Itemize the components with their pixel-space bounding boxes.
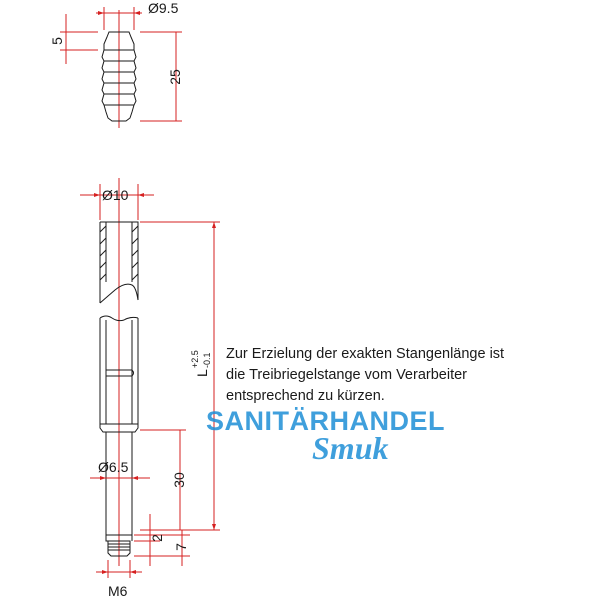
rod-part: Ø10 xyxy=(80,178,220,599)
plug-top-height-label: 5 xyxy=(49,37,65,45)
plug-body xyxy=(101,49,137,122)
slot xyxy=(106,369,134,377)
note-line: Zur Erzielung der exakten Stangenlänge i… xyxy=(226,346,505,362)
plug-length-label: 25 xyxy=(167,69,183,85)
plug-diameter-label: Ø9.5 xyxy=(148,0,179,16)
shank xyxy=(105,432,133,535)
break-line-top xyxy=(99,283,139,304)
tolerance-lower: -0.1 xyxy=(202,352,212,368)
cutting-note: Zur Erzielung der exakten Stangenlänge i… xyxy=(226,344,566,407)
break-line-bottom xyxy=(99,315,139,322)
rod-length-label: L xyxy=(194,369,210,377)
thread-gap-label: 2 xyxy=(149,534,165,542)
plug-part: Ø9.5 5 25 xyxy=(49,0,183,128)
note-line: entsprechend zu kürzen. xyxy=(226,388,385,404)
hatch-section xyxy=(99,225,139,281)
watermark: SANITÄRHANDEL Smuk xyxy=(206,406,445,466)
note-line: die Treibriegelstange vom Verarbeiter xyxy=(226,367,467,383)
shank-length-label: 30 xyxy=(171,472,187,488)
shank-diameter-label: Ø6.5 xyxy=(98,459,129,475)
thread-length-label: 7 xyxy=(173,543,189,551)
watermark-line1: SANITÄRHANDEL xyxy=(206,406,445,436)
watermark-line2: Smuk xyxy=(312,430,388,466)
tolerance-upper: +2.5 xyxy=(190,350,200,368)
thread-label: M6 xyxy=(108,583,128,599)
rod-length-tolerance: L +2.5 -0.1 xyxy=(190,350,212,377)
plug-head xyxy=(103,31,135,51)
rod-diameter-label: Ø10 xyxy=(102,187,129,203)
